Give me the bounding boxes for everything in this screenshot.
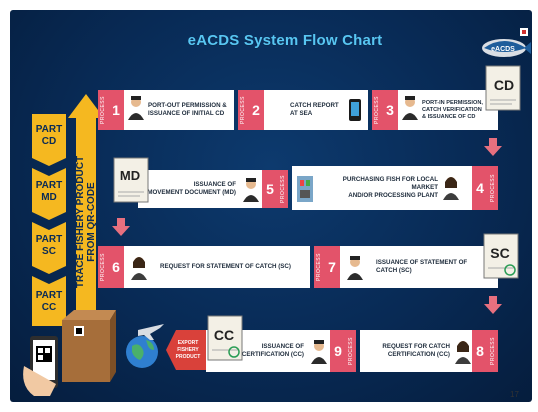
eacds-logo: eACDS <box>482 28 531 57</box>
step-7-number: 7 <box>328 259 336 275</box>
officer-icon <box>311 340 327 364</box>
step-7-strip: PROCESS 7 <box>314 246 340 288</box>
md-doc-label: MD <box>120 168 140 183</box>
step-5-strip: 5 PROCESS <box>262 170 288 208</box>
page-number: 17 <box>510 390 519 399</box>
step-6-number: 6 <box>112 259 120 275</box>
step-3-number: 3 <box>386 102 394 118</box>
step-3-text: PORT-IN PERMISSION,CATCH VERIFICATION& I… <box>422 99 483 120</box>
export-arrow <box>166 330 206 370</box>
step-9-number: 9 <box>334 343 342 359</box>
step-3-strip: PROCESS 3 <box>372 90 398 130</box>
cd-document-icon: CD <box>485 65 521 111</box>
step-5-number: 5 <box>266 181 274 197</box>
step-2-number: 2 <box>252 102 260 118</box>
step-4-strip: 4 PROCESS <box>472 166 498 210</box>
cc-document-icon: CC <box>207 315 243 361</box>
woman-icon <box>455 341 471 364</box>
cc-doc-label: CC <box>214 327 234 343</box>
woman-icon <box>131 257 147 280</box>
globe-plane-icon <box>126 324 164 368</box>
step-6-text: REQUEST FOR STATEMENT OF CATCH (SC) <box>160 263 291 270</box>
chart-title: eACDS System Flow Chart <box>187 32 383 49</box>
officer-icon <box>243 178 259 202</box>
down-arrow <box>112 218 130 236</box>
step-8-strip: 8 PROCESS <box>472 330 498 372</box>
down-arrow <box>484 296 502 314</box>
officer-icon <box>128 96 144 120</box>
step-6: PROCESS 6 REQUEST FOR STATEMENT OF CATCH… <box>98 246 310 288</box>
cd-doc-label: CD <box>494 77 514 93</box>
step-1-text: PORT-OUT PERMISSION &ISSUANCE OF INITIAL… <box>148 102 227 117</box>
md-document-icon: MD <box>113 157 149 203</box>
officer-icon <box>347 256 363 280</box>
officer-icon <box>402 96 418 120</box>
step-2-strip: PROCESS 2 <box>238 90 264 130</box>
step-1: PROCESS 1 PORT-OUT PERMISSION &ISSUANCE … <box>98 90 234 130</box>
part-banner-shapes <box>32 114 66 326</box>
trace-up-arrow <box>68 94 104 326</box>
factory-icon <box>297 176 313 202</box>
step-6-strip: PROCESS 6 <box>98 246 124 288</box>
step-9-strip: 9 PROCESS <box>330 330 356 372</box>
sc-doc-label: SC <box>490 245 509 261</box>
step-3: PROCESS 3 PORT-IN PERMISSION,CATCH VERIF… <box>372 90 498 130</box>
step-1-number: 1 <box>112 102 120 118</box>
step-1-strip: PROCESS 1 <box>98 90 124 130</box>
down-arrow <box>484 138 502 156</box>
woman-icon <box>443 177 459 200</box>
step-8-number: 8 <box>476 343 484 359</box>
qr-phone-box-icon <box>23 310 116 396</box>
step-4-number: 4 <box>476 180 484 196</box>
logo-text: eACDS <box>491 46 515 53</box>
sc-document-icon: SC <box>483 233 519 279</box>
phone-icon <box>349 99 361 121</box>
